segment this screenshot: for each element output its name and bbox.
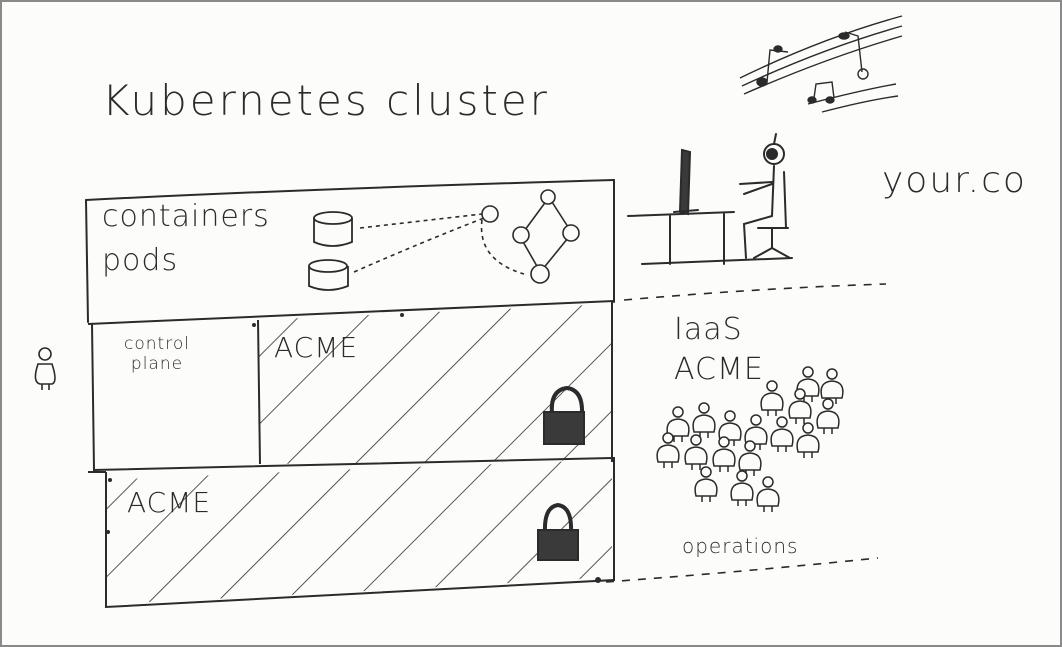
nodes-region — [88, 457, 615, 609]
operations-label: operations — [682, 534, 799, 558]
lock-icon — [543, 385, 585, 445]
containers-label: containers — [102, 199, 270, 234]
provider-vendor: ACME — [674, 352, 764, 387]
pods-label: pods — [102, 243, 179, 278]
cluster-frame — [85, 179, 615, 323]
boundary-dashed-line — [605, 557, 879, 583]
control-plane-vendor: ACME — [274, 331, 359, 364]
pod-graph-icon — [353, 189, 580, 284]
lock-icon — [537, 502, 579, 561]
music-notes-icon — [739, 15, 903, 113]
workload-separator — [87, 300, 615, 325]
container-icon — [308, 259, 349, 291]
nodes-vendor: ACME — [127, 486, 212, 519]
container-icon — [313, 211, 353, 247]
diagram-title: Kubernetes cluster — [102, 76, 550, 125]
control-plane-label: control plane — [124, 334, 190, 374]
control-plane-region — [91, 302, 613, 472]
brand-label: your.co — [882, 160, 1027, 201]
boundary-dashed-line — [623, 283, 887, 301]
developer-at-desk-icon — [627, 133, 793, 265]
iaas-label: IaaS — [674, 312, 743, 347]
workload-label: containers pods — [102, 202, 272, 276]
crowd-icon — [656, 366, 844, 512]
provider-label: IaaS ACME — [674, 315, 794, 385]
person-icon — [34, 347, 56, 390]
